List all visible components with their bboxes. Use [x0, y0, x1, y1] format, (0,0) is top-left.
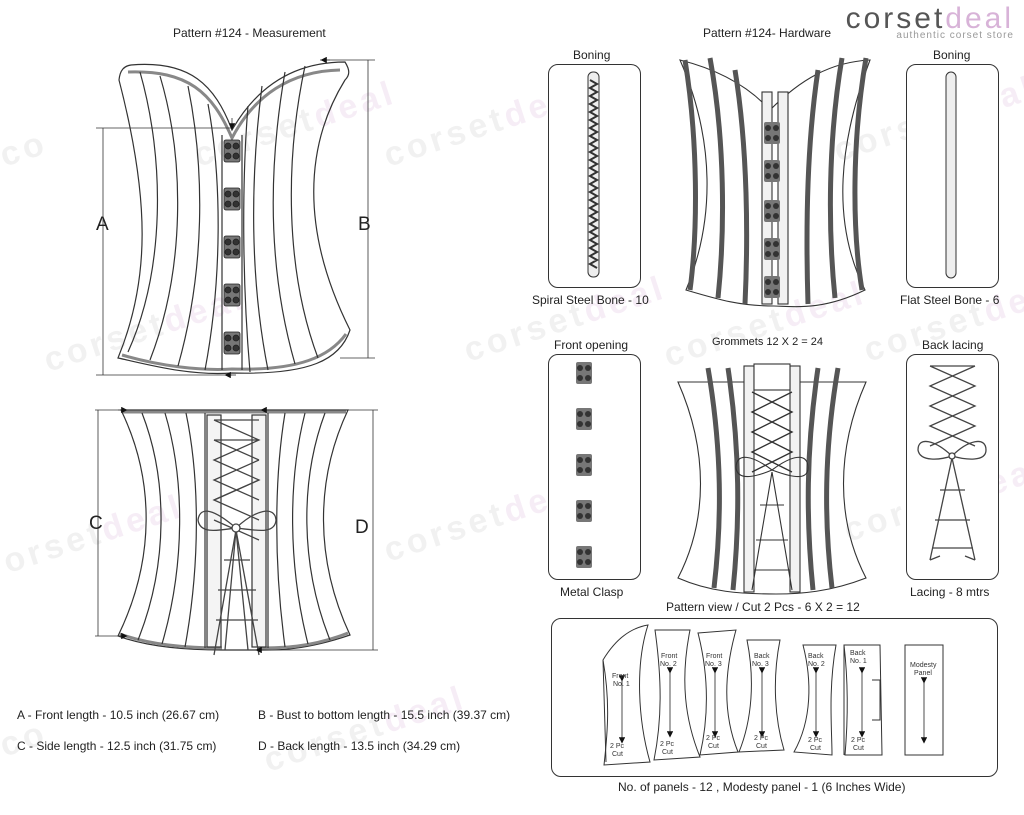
front-opening-caption: Metal Clasp [560, 585, 624, 599]
panel-cut: 2 Pc [660, 741, 675, 748]
panel-label: Panel [914, 670, 932, 677]
left-title: Pattern #124 - Measurement [173, 26, 326, 40]
pattern-pieces [602, 624, 944, 766]
panel-label: Modesty [910, 662, 937, 669]
panel-label: Front [612, 673, 628, 680]
panel-cut: 2 Pc [706, 735, 721, 742]
metal-clasp-icons [575, 361, 593, 569]
panel-label: Back [808, 653, 824, 660]
panel-label: No. 3 [705, 661, 722, 668]
pattern-view-title: Pattern view / Cut 2 Pcs - 6 X 2 = 12 [666, 600, 860, 614]
front-opening-title: Front opening [554, 338, 629, 352]
brand-word-b: deal [945, 2, 1014, 35]
panel-label: Back [850, 650, 866, 657]
panel-label: No. 3 [752, 661, 769, 668]
front-clasps [223, 139, 241, 355]
pattern-view-footer: No. of panels - 12 , Modesty panel - 1 (… [618, 780, 906, 794]
panel-cut: Cut [756, 743, 767, 750]
panel-label: Back [754, 653, 770, 660]
panel-label: No. 2 [660, 661, 677, 668]
label-d: D [355, 517, 369, 538]
right-title: Pattern #124- Hardware [703, 26, 832, 40]
pattern-piece-labels: Front No. 1 2 Pc Cut Front No. 2 2 Pc Cu… [610, 650, 937, 758]
panel-cut: 2 Pc [808, 737, 823, 744]
panel-label: No. 1 [613, 681, 630, 688]
label-c: C [89, 513, 103, 534]
panel-label: Front [661, 653, 677, 660]
brand-logo: corsetdeal authentic corset store [846, 2, 1014, 41]
measure-lines-a-b [96, 56, 375, 379]
brand-word-a: corset [845, 2, 946, 35]
panel-cut: 2 Pc [851, 737, 866, 744]
boning-right-caption: Flat Steel Bone - 6 [900, 293, 1000, 307]
boning-right-title: Boning [933, 48, 971, 62]
measure-b: B - Bust to bottom length - 15.5 inch (3… [258, 708, 511, 722]
front-corset-outline [117, 61, 351, 375]
panel-cut: 2 Pc [754, 735, 769, 742]
front-opening-box [548, 354, 641, 580]
hardware-corset [679, 57, 871, 308]
panel-label: No. 2 [808, 661, 825, 668]
back-lacing-title: Back lacing [922, 338, 984, 352]
back-lacing-caption: Lacing - 8 mtrs [910, 585, 990, 599]
back-lacing [197, 419, 277, 656]
spiral-bone-icon [587, 71, 600, 278]
brand-tagline: authentic corset store [896, 30, 1014, 41]
panel-cut: Cut [853, 745, 864, 752]
flat-bone-icon [945, 71, 957, 279]
back-lacing-icon [917, 365, 987, 561]
grommets-title: Grommets 12 X 2 = 24 [712, 336, 823, 348]
boning-left-title: Boning [573, 48, 611, 62]
back-lacing-box [906, 354, 999, 580]
panel-cut: 2 Pc [610, 743, 625, 750]
boning-left-caption: Spiral Steel Bone - 10 [532, 293, 649, 307]
measure-lines-c-d [95, 406, 378, 654]
panel-cut: Cut [612, 751, 623, 758]
measure-c: C - Side length - 12.5 inch (31.75 cm) [17, 739, 217, 753]
measure-a: A - Front length - 10.5 inch (26.67 cm) [17, 708, 220, 722]
pattern-grain-arrows [618, 667, 928, 744]
panel-label: Front [706, 653, 722, 660]
label-a: A [96, 214, 109, 235]
panel-cut: Cut [662, 749, 673, 756]
measure-d: D - Back length - 13.5 inch (34.29 cm) [258, 739, 461, 753]
panel-cut: Cut [708, 743, 719, 750]
grommets-corset [677, 363, 867, 595]
panel-cut: Cut [810, 745, 821, 752]
panel-label: No. 1 [850, 658, 867, 665]
label-b: B [358, 214, 371, 235]
